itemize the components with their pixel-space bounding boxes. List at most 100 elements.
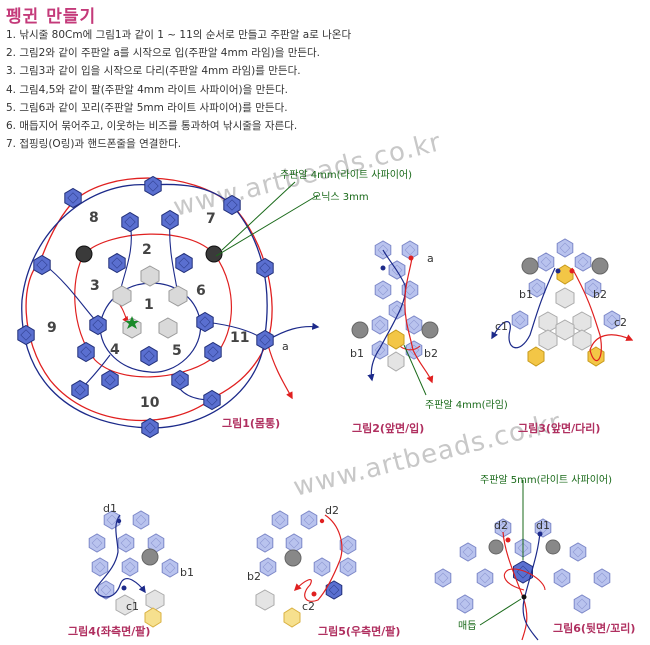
light-sapphire-bead [593,568,611,588]
light-sapphire-bead [553,568,571,588]
onyx-bead [75,245,93,263]
light-sapphire-bead [459,542,477,562]
sapphire-bead [89,314,107,336]
fig2-label-b1: b1 [350,347,364,360]
light-sapphire-bead [569,542,587,562]
step-4: 4. 그림4,5와 같이 팔(주판알 4mm 라이트 사파이어)을 만든다. [6,83,288,96]
light-sapphire-bead [371,340,389,360]
light-sapphire-bead [584,278,602,298]
fig1-step-2: 2 [142,242,152,258]
fig1-step-7: 7 [206,211,216,227]
light-sapphire-bead [574,252,592,272]
gray-bead [545,539,561,555]
sapphire-bead [171,369,189,391]
sapphire-bead [17,324,35,346]
leader-line-onyx [215,194,319,257]
leader-line-lime [403,344,427,396]
light-sapphire-bead [573,594,591,614]
light-sapphire-bead [603,310,621,330]
fig1-step-9: 9 [47,320,57,336]
light-sapphire-bead [528,278,546,298]
gray-bead [521,257,539,275]
fig1-label-a: a [282,340,289,353]
leader-line-knot [479,598,522,626]
figure-3-legs [491,264,634,367]
fig1-step-6: 6 [196,283,206,299]
sapphire-bead [175,252,193,274]
lime-bead [527,346,545,367]
fig5-label-c2: c2 [302,600,316,613]
fig5-label-b2: b2 [247,570,261,583]
sapphire-bead [64,187,82,209]
leader-line-sapphire [221,181,296,251]
step-6: 6. 매듭지어 묶어주고, 이웃하는 비즈를 통과하여 낚시줄을 자른다. [6,120,298,133]
fig4-label-d1: d1 [103,502,117,515]
crystal-bead [387,351,405,372]
crystal-center-beads [112,265,188,339]
sapphire-bead [204,341,222,363]
light-sapphire-bead [339,535,357,555]
light-sapphire-bead [537,252,555,272]
sapphire-bead [101,369,119,391]
sapphire-bead [256,329,274,351]
lime-bead [283,607,301,628]
thread-end-red-arrow [267,344,293,400]
light-sapphire-bead [371,315,389,335]
light-sapphire-bead [91,557,109,577]
light-sapphire-bead [121,557,139,577]
light-sapphire-bead [511,310,529,330]
sapphire-bead [71,379,89,401]
light-sapphire-bead [88,533,106,553]
light-sapphire-bead [339,557,357,577]
onyx-beads [75,245,609,567]
fig6-label-d1: d1 [536,519,550,532]
light-sapphire-bead [300,510,318,530]
fig1-step-11: 11 [230,330,250,346]
gray-bead [141,548,159,566]
page-title: 펭귄 만들기 [6,7,97,27]
fig3-label-c2: c2 [614,316,628,329]
sapphire-bead [196,311,214,333]
fig4-label-c1: c1 [126,600,140,613]
gray-bead [351,321,369,339]
fig3-caption: 그림3(앞면/다리) [518,422,601,435]
sapphire-bead [325,580,343,600]
fig1-step-5: 5 [172,343,182,359]
light-sapphire-bead [434,568,452,588]
fig6-caption: 그림6(뒷면/꼬리) [553,622,636,635]
sapphire-bead [161,209,179,231]
sapphire-bead [144,175,162,197]
fig1-annotation-onyx: 오닉스 3mm [312,192,369,203]
light-sapphire-bead [405,340,423,360]
fig2-caption: 그림2(앞면/입) [352,422,425,435]
fig2-label-b2: b2 [424,347,438,360]
fig6-annotation-tail: 주판알 5mm(라이트 사파이어) [480,475,613,486]
onyx-bead [205,245,223,263]
sapphire-bead [256,257,274,279]
fig1-caption: 그림1(몸통) [222,417,281,430]
step-7: 7. 접핑링(O링)과 핸드폰줄을 연결한다. [6,138,182,151]
sapphire-bead [141,417,159,439]
fig6-knot-label: 매듭 [458,621,477,632]
light-sapphire-bead [117,533,135,553]
thread-end-blue-arrow [267,322,320,341]
gray-bead [284,549,302,567]
sapphire-bead [121,211,139,233]
figure-5-right-arm [255,514,343,628]
lime-bead [144,607,162,628]
lime-bead [556,264,574,285]
fig1-step-3: 3 [90,278,100,294]
sapphire-bead [33,254,51,276]
start-star-icon [125,316,139,329]
crystal-beads-fig3 [538,287,592,351]
figure-4-left-arm [94,514,165,628]
fig4-label-b1: b1 [180,566,194,579]
light-sapphire-bead [161,558,179,578]
fig6-label-d2: d2 [494,519,508,532]
gray-bead [421,321,439,339]
sapphire-bead [77,341,95,363]
sapphire-bead [223,194,241,216]
fig4-caption: 그림4(좌측면/팔) [68,625,151,638]
instruction-list: 1. 낚시줄 80Cm에 그림1과 같이 1 ~ 11의 순서로 만들고 주판알… [6,26,351,153]
light-sapphire-bead [313,557,331,577]
